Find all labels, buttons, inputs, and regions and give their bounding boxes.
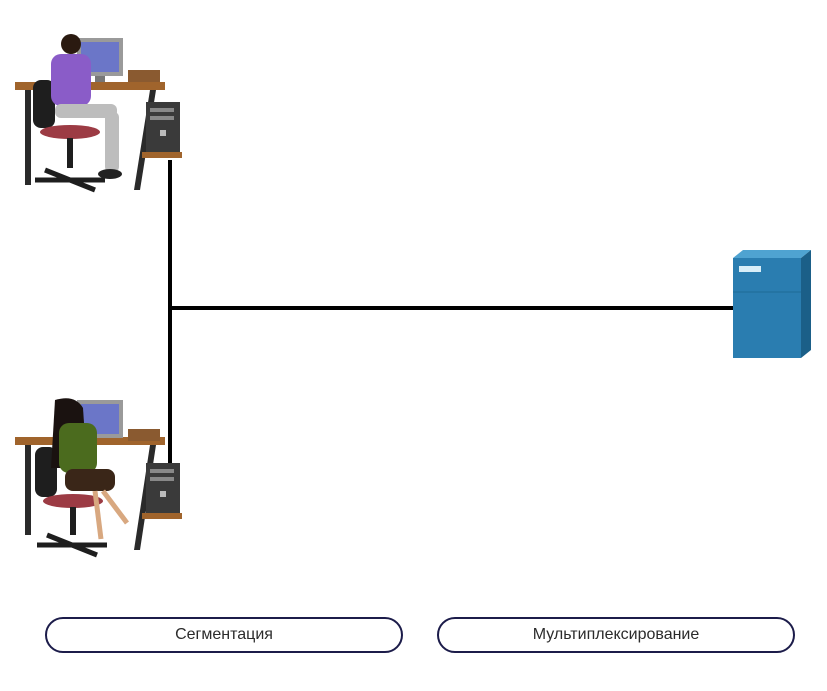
server-icon (733, 250, 811, 358)
network-diagram (15, 34, 811, 558)
workstation-user-male-icon (15, 34, 182, 193)
workstation-user-female-icon (15, 398, 182, 558)
multiplexing-button[interactable]: Мультиплексирование (437, 617, 795, 653)
segmentation-button[interactable]: Сегментация (45, 617, 403, 653)
connection-lines (168, 160, 736, 468)
